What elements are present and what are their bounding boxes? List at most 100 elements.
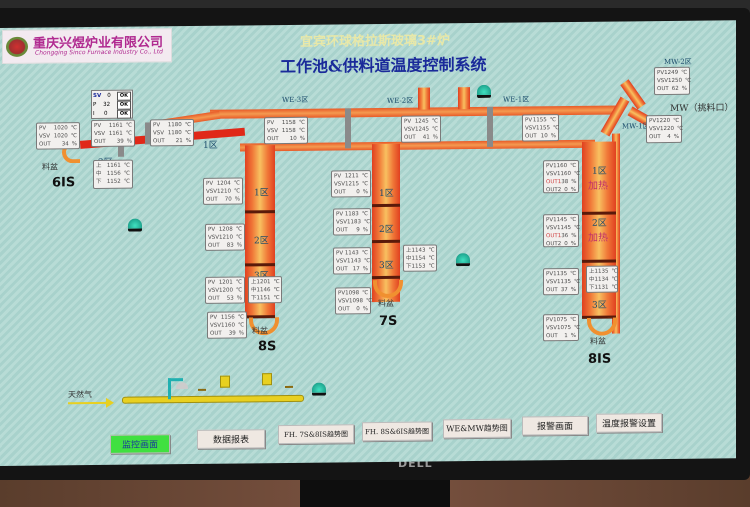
i-ok-button[interactable]: OK xyxy=(116,109,131,119)
zone-label-8s-z1: 1区 xyxy=(254,188,269,199)
field-label: PV xyxy=(267,120,275,127)
nav-report-button[interactable]: 数据报表 xyxy=(197,429,265,449)
zone-label-7s-z1: 1区 xyxy=(379,188,394,200)
unit-label: % xyxy=(71,141,77,148)
field-label: OUT1 xyxy=(546,179,562,186)
nav-trend-7s8is-button[interactable]: FH. 7S&8IS趋势图 xyxy=(278,424,354,445)
field-value: 1158 xyxy=(281,119,296,127)
unit-label: ℃ xyxy=(298,127,305,134)
field-value: 53 xyxy=(226,295,234,302)
field-value: 1143 xyxy=(347,258,362,265)
solenoid-valve-2-icon[interactable] xyxy=(262,373,272,386)
8s-bowl-label: 料盆 xyxy=(252,326,268,336)
divider xyxy=(487,106,493,147)
unit-label: ℃ xyxy=(364,258,371,265)
field-label: VSV xyxy=(153,130,165,137)
field-value: 1160 xyxy=(221,322,236,329)
unit-label: ℃ xyxy=(570,162,577,170)
unit-label: ℃ xyxy=(298,119,305,126)
field-value: 1215 xyxy=(345,181,360,188)
unit-label: ℃ xyxy=(361,173,368,180)
field-value: 1155 xyxy=(536,125,551,132)
field-value: 83 xyxy=(226,242,234,249)
field-label: VSV xyxy=(404,126,416,133)
field-label: OUT1 xyxy=(546,233,562,240)
field-value: 1143 xyxy=(344,250,359,257)
field-label: PV xyxy=(334,173,342,180)
field-value: 1180 xyxy=(167,130,182,137)
field-label: VSV xyxy=(546,171,558,178)
field-value: 1160 xyxy=(557,171,572,178)
sv-ok-button[interactable]: OK xyxy=(116,91,131,101)
zone-divider xyxy=(245,263,275,267)
field-label: VSV xyxy=(546,225,558,232)
field-value: 1075 xyxy=(557,325,572,332)
i-value[interactable]: 0 xyxy=(104,110,108,117)
unit-label: % xyxy=(362,189,368,196)
field-label: PV xyxy=(208,226,216,233)
status-lamp-icon xyxy=(456,253,470,267)
zone-label-6is-z1: 1区 xyxy=(203,140,218,151)
unit-label: ℃ xyxy=(553,125,560,132)
field-label: PV xyxy=(546,271,554,278)
field-value: 1098 xyxy=(345,290,360,297)
nav-trend-wemw-button[interactable]: WE&MW趋势图 xyxy=(443,418,511,439)
unit-label: % xyxy=(126,138,132,145)
field-value: 1220 xyxy=(656,117,671,125)
p-label: P xyxy=(93,101,97,109)
field-label: PV xyxy=(546,217,554,224)
p-ok-button[interactable]: OK xyxy=(116,100,131,110)
regulator-valve-icon[interactable] xyxy=(176,382,188,390)
unit-label: ℃ xyxy=(235,226,242,233)
nav-alarm-settings-button[interactable]: 温度报警设置 xyxy=(596,413,662,433)
nav-alarm-button[interactable]: 报警画面 xyxy=(522,415,588,436)
nav-trend-8s6is-button[interactable]: FH. 8S&6IS趋势图 xyxy=(362,421,432,442)
unit-label: ℃ xyxy=(428,263,435,270)
sv-value[interactable]: 0 xyxy=(107,92,111,99)
field-value: 36 xyxy=(561,233,569,240)
page-title: 工作池&供料道温度控制系统 xyxy=(280,54,487,77)
field-label: PV xyxy=(404,118,412,125)
p-value[interactable]: 32 xyxy=(103,101,111,108)
unit-label: % xyxy=(673,133,679,140)
field-value: 1020 xyxy=(53,125,68,132)
zone-label-we1: WE-1区 xyxy=(503,95,530,104)
unit-label: % xyxy=(238,330,244,337)
solenoid-valve-1-icon[interactable] xyxy=(220,375,230,388)
zone-divider xyxy=(372,275,400,280)
unit-label: ℃ xyxy=(570,216,577,224)
gas-flow-arrow-icon xyxy=(68,401,110,405)
nav-monitor-button[interactable]: 监控画面 xyxy=(110,434,170,454)
company-emblem-icon xyxy=(6,36,28,57)
field-label: OUT xyxy=(94,138,106,146)
zone-label-7s-z2: 2区 xyxy=(379,224,394,236)
unit-label: ℃ xyxy=(233,180,240,187)
unit-label: ℃ xyxy=(574,324,581,331)
field-label: VSV xyxy=(210,322,222,329)
gas-label: 天然气 xyxy=(68,390,92,400)
unit-label: ℃ xyxy=(574,278,581,285)
field-value: 39 xyxy=(228,330,236,337)
field-label: OUT xyxy=(546,287,558,294)
